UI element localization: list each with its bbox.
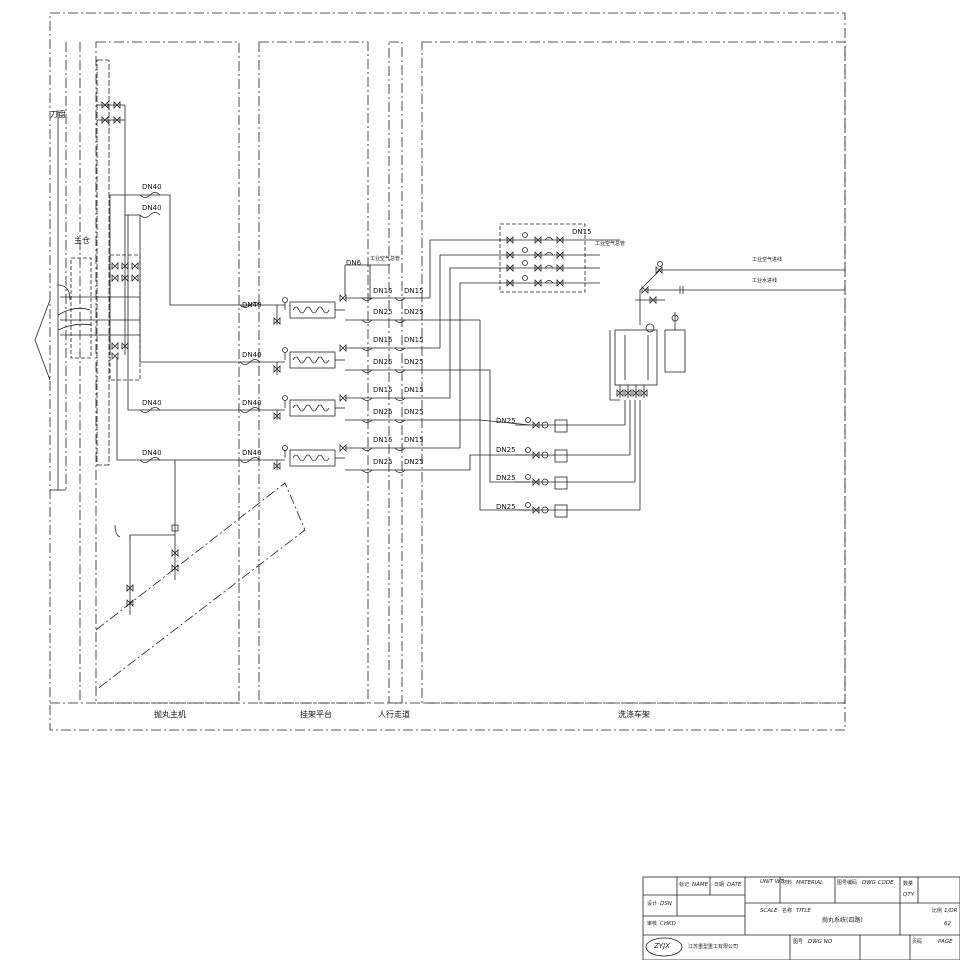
dn40-label: DN40	[242, 449, 262, 457]
zone-label-walkway: 人行走道	[378, 710, 410, 719]
dn40-label: DN40	[142, 204, 162, 212]
manifold-air-label: 工业空气总管	[595, 241, 626, 247]
label-main-bin: 主仓	[74, 236, 90, 245]
title-block	[642, 876, 960, 960]
dn15-label: DN15	[404, 336, 424, 344]
tb-design: DSN	[660, 901, 672, 907]
dn40-lines	[109, 192, 285, 463]
main-bin	[70, 257, 92, 359]
tb-page-cn: 页码	[912, 939, 923, 945]
tb-scale: SCALE	[760, 908, 778, 914]
main-valve-stack	[60, 262, 140, 360]
tb-date-cn: 日期	[714, 882, 725, 888]
dn15-label: DN15	[404, 386, 424, 394]
tb-date: DATE	[727, 882, 742, 888]
branch-lines	[339, 264, 490, 473]
collector-lines	[429, 239, 531, 511]
dn25-label: DN25	[404, 358, 424, 366]
dn25-label: DN25	[496, 417, 516, 425]
tb-company: 江苏重型重工有限公司	[688, 944, 739, 950]
right-feed-lines	[635, 261, 845, 325]
label-cutter: 刀盘	[50, 110, 66, 119]
tb-page: PAGE	[938, 939, 953, 945]
tb-title-cn: 名称	[782, 908, 793, 914]
water-inlet-label: 工业水进线	[752, 278, 778, 284]
tb-logo: ZYJX	[654, 942, 670, 950]
dn25-label: DN25	[496, 474, 516, 482]
tb-qty-cn: 数量	[903, 881, 914, 887]
tb-dwgno-cn: 图号	[793, 939, 804, 945]
outer-frame	[49, 12, 846, 731]
dn15-label: DN15	[373, 336, 393, 344]
tb-mark: 标记	[679, 882, 690, 888]
dn15-label: DN15	[373, 436, 393, 444]
dn40-label: DN40	[142, 183, 162, 191]
dn15-label: DN15	[373, 287, 393, 295]
tb-unit-wt: UNIT WT	[760, 879, 784, 885]
tb-check: CHKD	[660, 921, 676, 927]
tb-qty: QTY	[903, 892, 915, 898]
spray-rows	[515, 400, 641, 518]
tb-dwgno: DWG NO	[808, 939, 833, 945]
dn25-label: DN25	[404, 458, 424, 466]
top-valve-pair	[97, 101, 126, 195]
zone-cleaning-box	[421, 41, 846, 704]
dn15-label: DN15	[404, 436, 424, 444]
tb-name: NAME	[692, 882, 709, 888]
zone-label-cleaning: 洗涤车架	[618, 710, 650, 719]
dn15-label: DN15	[572, 228, 592, 236]
dn25-label: DN25	[404, 408, 424, 416]
zone-main-box	[95, 41, 240, 704]
dn25-label: DN25	[496, 446, 516, 454]
tb-material-cn: 材料	[782, 880, 793, 886]
zone-label-main: 抛丸主机	[154, 710, 186, 719]
zone-platform-box	[258, 41, 369, 704]
dn15-label: DN15	[373, 386, 393, 394]
dn25-label: DN25	[496, 503, 516, 511]
tb-code: DWG CODE	[862, 880, 894, 886]
tb-check-cn: 审核	[647, 921, 658, 927]
tb-sheet-cn: 比例	[932, 908, 943, 914]
heater-rows	[273, 297, 345, 470]
dn40-label: DN40	[242, 399, 262, 407]
dn25-label: DN25	[373, 458, 393, 466]
dn25-label: DN25	[404, 308, 424, 316]
dn40-label: DN40	[242, 351, 262, 359]
tb-material: MATERIAL	[796, 880, 824, 886]
dn25-label: DN25	[373, 358, 393, 366]
dn6-label: DN6	[346, 259, 362, 267]
air-inlet-label: 工业空气进线	[752, 257, 783, 263]
zone-label-platform: 挂架平台	[300, 710, 332, 719]
tb-drawing-title: 抛丸系统(四路)	[822, 917, 863, 924]
dn40-label: DN40	[242, 301, 262, 309]
tb-title: TITLE	[796, 908, 811, 914]
tb-design-cn: 设计	[647, 901, 658, 907]
tank-group	[609, 312, 686, 401]
company-logo	[645, 937, 683, 957]
tb-code-cn: 图号编码	[837, 880, 858, 886]
tb-ratio: 62	[944, 921, 951, 927]
conveyor	[95, 460, 306, 691]
dn25-label: DN25	[373, 408, 393, 416]
dn25-label: DN25	[373, 308, 393, 316]
dn40-label: DN40	[142, 449, 162, 457]
tb-sheet: 1/DR	[944, 908, 958, 914]
dn15-label: DN15	[404, 287, 424, 295]
valve-manifold	[499, 223, 620, 293]
dn40-label: DN40	[142, 399, 162, 407]
air-header-label: 工业空气总管	[370, 256, 401, 262]
